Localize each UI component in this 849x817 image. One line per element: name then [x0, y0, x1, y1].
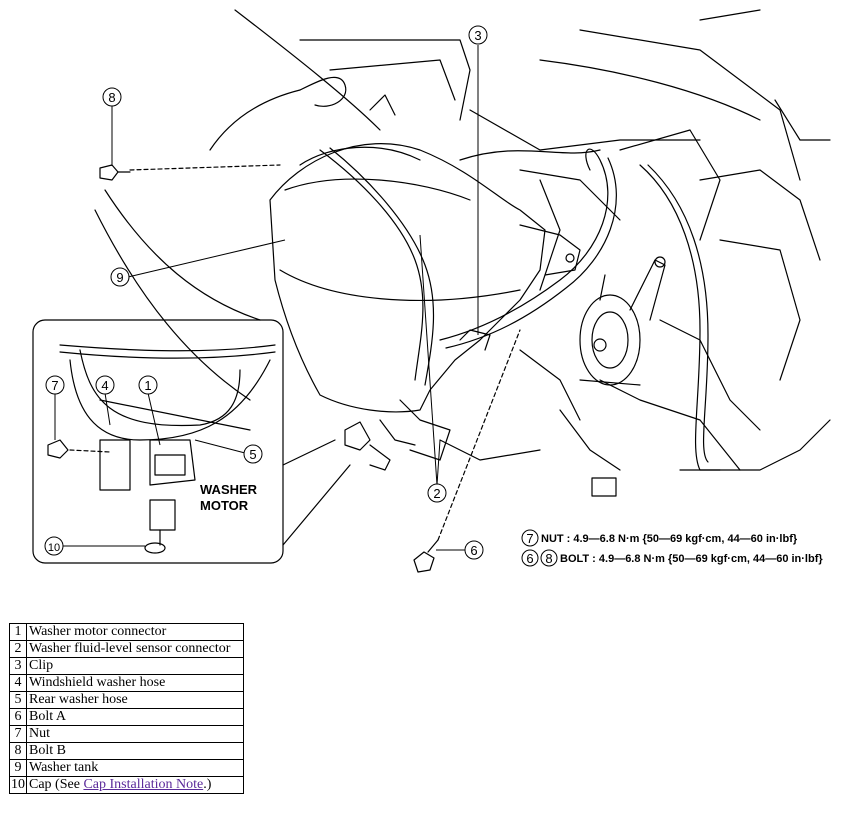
washer-motor-label-line2: MOTOR — [200, 498, 249, 513]
detail-inset — [32, 319, 351, 564]
torque-spec-bolt: 6 8 BOLT : 4.9—6.8 N·m {50—69 kgf·cm, 44… — [521, 549, 823, 567]
legend-number: 5 — [9, 691, 27, 709]
callout-3: 3 — [468, 25, 488, 45]
cap-installation-note-link[interactable]: Cap Installation Note — [83, 777, 204, 792]
legend-number: 8 — [9, 742, 27, 760]
legend-number: 9 — [9, 759, 27, 777]
svg-text:7: 7 — [51, 378, 58, 393]
legend-description: Washer tank — [26, 759, 244, 777]
legend-description: Bolt A — [26, 708, 244, 726]
svg-text:1: 1 — [144, 378, 151, 393]
legend-description: Nut — [26, 725, 244, 743]
washer-motor-label-line1: WASHER — [200, 482, 258, 497]
svg-text:7: 7 — [526, 531, 533, 546]
washer-tank-diagram: 3 8 9 2 6 7 4 1 5 10 WASHER MOTOR 7 — [32, 9, 831, 573]
legend-description: Cap (See Cap Installation Note.) — [26, 776, 244, 794]
svg-text:4: 4 — [101, 378, 108, 393]
tank-connector — [344, 421, 391, 471]
callout-7: 7 — [45, 375, 65, 395]
washer-hoses — [319, 147, 721, 497]
legend-number: 6 — [9, 708, 27, 726]
callout-4: 4 — [95, 375, 115, 395]
callout-8: 8 — [102, 87, 122, 107]
bolt-b — [99, 164, 281, 181]
legend-desc-suffix: .) — [203, 777, 212, 792]
legend-description: Clip — [26, 657, 244, 675]
svg-text:8: 8 — [108, 90, 115, 105]
legend-number: 1 — [9, 623, 27, 641]
horn — [579, 256, 666, 386]
callout-6: 6 — [464, 540, 484, 560]
svg-text:6: 6 — [526, 551, 533, 566]
svg-text:10: 10 — [48, 542, 60, 554]
svg-text:8: 8 — [545, 551, 552, 566]
svg-text:5: 5 — [249, 447, 256, 462]
legend-description: Rear washer hose — [26, 691, 244, 709]
legend-number: 3 — [9, 657, 27, 675]
legend-row: 10 Cap (See Cap Installation Note.) — [9, 776, 244, 794]
svg-text:9: 9 — [116, 270, 123, 285]
callout-1: 1 — [138, 375, 158, 395]
body-panel-lines — [94, 9, 831, 471]
svg-text:BOLT : 4.9—6.8 N·m {50—69 kgf·: BOLT : 4.9—6.8 N·m {50—69 kgf·cm, 44—60 … — [560, 553, 823, 565]
legend-number: 4 — [9, 674, 27, 692]
callout-5: 5 — [243, 444, 263, 464]
washer-tank — [269, 143, 581, 461]
legend-description: Washer fluid-level sensor connector — [26, 640, 244, 658]
legend-number: 10 — [9, 776, 27, 794]
callout-2: 2 — [427, 483, 447, 503]
legend-number: 2 — [9, 640, 27, 658]
callout-10: 10 — [44, 536, 64, 556]
legend-description: Windshield washer hose — [26, 674, 244, 692]
callout-9: 9 — [110, 267, 130, 287]
torque-spec-nut: 7 NUT : 4.9—6.8 N·m {50—69 kgf·cm, 44—60… — [521, 529, 798, 547]
svg-text:2: 2 — [433, 486, 440, 501]
legend-description: Washer motor connector — [26, 623, 244, 641]
svg-text:3: 3 — [474, 28, 481, 43]
bolt-a — [413, 329, 521, 573]
legend-desc-prefix: Cap (See — [29, 777, 84, 792]
svg-text:6: 6 — [470, 543, 477, 558]
legend-number: 7 — [9, 725, 27, 743]
svg-text:NUT : 4.9—6.8 N·m {50—69 kgf·c: NUT : 4.9—6.8 N·m {50—69 kgf·cm, 44—60 i… — [541, 533, 798, 545]
legend-description: Bolt B — [26, 742, 244, 760]
